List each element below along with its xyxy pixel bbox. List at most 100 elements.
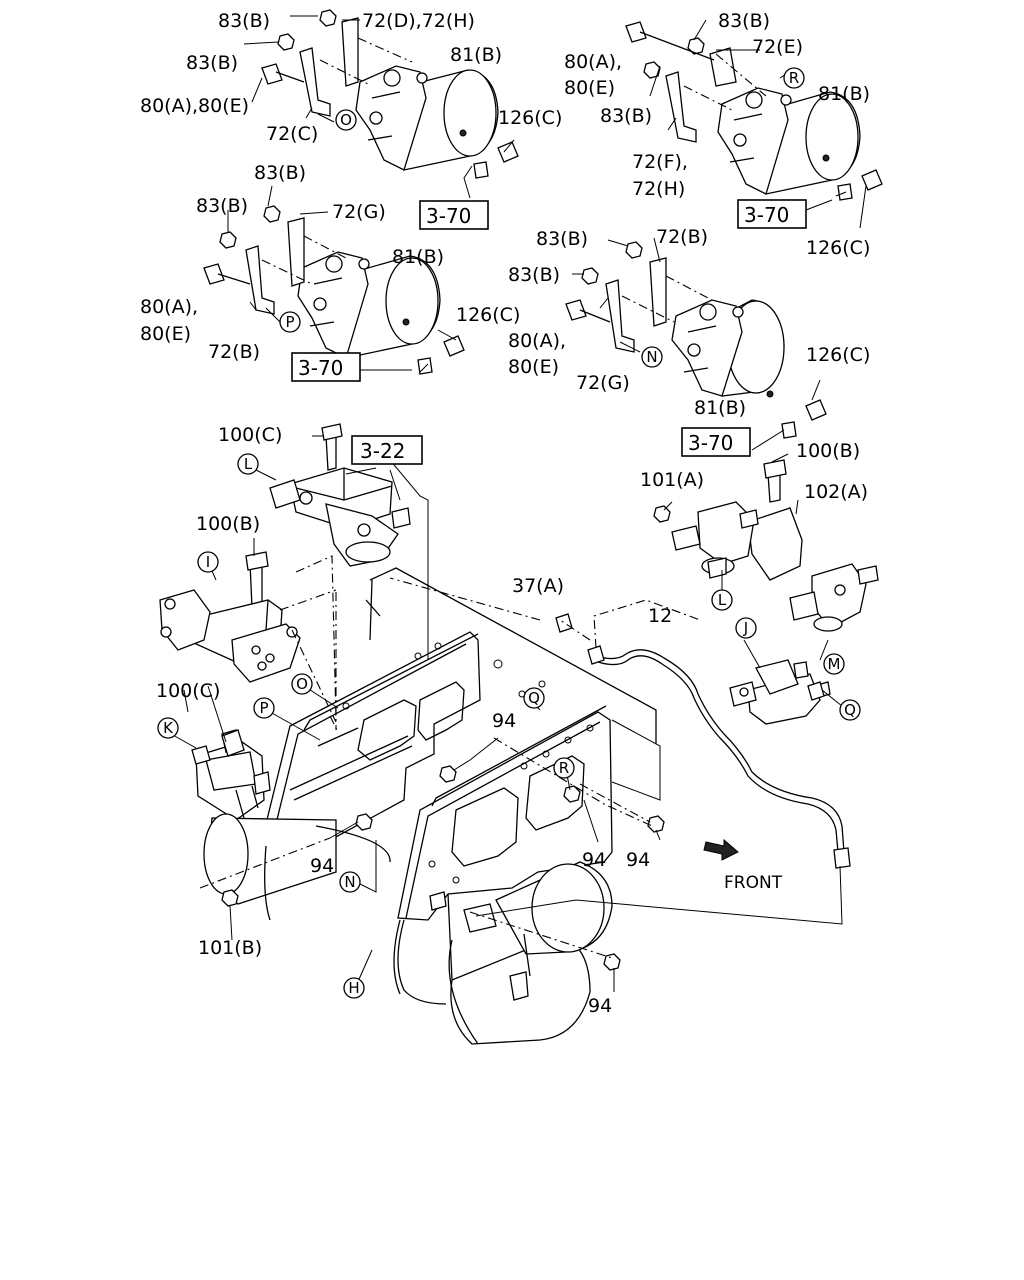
air-tank-assembly-top-right	[625, 21, 883, 201]
part-label: 100(B)	[196, 513, 260, 535]
ref-box-text: 3-70	[744, 203, 789, 227]
part-label: 94	[626, 849, 650, 871]
marker-q: Q	[839, 699, 861, 721]
marker-o: O	[291, 673, 313, 695]
ref-box-text: 3-70	[688, 431, 733, 455]
part-labels: 83(B) 72(D),72(H) 83(B) 81(B) 80(A),80(E…	[140, 10, 870, 1017]
svg-text:K: K	[163, 719, 174, 737]
part-label: 80(A),	[564, 51, 622, 73]
front-label: FRONT	[724, 873, 783, 893]
marker-k: K	[157, 717, 179, 739]
svg-text:H: H	[348, 979, 359, 997]
ref-box-text: 3-70	[298, 356, 343, 380]
air-tanks-h	[203, 813, 613, 1045]
part-label: 81(B)	[818, 83, 870, 105]
air-tank-assembly-middle-left	[203, 205, 465, 375]
part-label: 72(F),	[632, 151, 688, 173]
svg-text:R: R	[789, 69, 799, 87]
ref-box-3-70-d[interactable]: 3-70	[681, 427, 751, 457]
valve-assembly-l-right	[653, 459, 879, 632]
part-label: 102(A)	[804, 481, 868, 503]
part-label: 83(B)	[196, 195, 248, 217]
part-label: 80(E)	[508, 356, 559, 378]
part-label: 12	[648, 605, 672, 627]
svg-text:Q: Q	[528, 689, 540, 707]
svg-text:M: M	[828, 655, 841, 673]
part-label: 80(E)	[564, 77, 615, 99]
part-label: 101(A)	[640, 469, 704, 491]
part-label: 100(C)	[218, 424, 282, 446]
front-arrow-icon	[703, 838, 739, 861]
part-label: 81(B)	[450, 44, 502, 66]
svg-text:P: P	[259, 699, 268, 717]
part-label: 94	[588, 995, 612, 1017]
part-label: 94	[310, 855, 334, 877]
svg-text:O: O	[296, 675, 308, 693]
part-label: 83(B)	[218, 10, 270, 32]
pipe-12	[587, 645, 851, 869]
part-label: 83(B)	[508, 264, 560, 286]
svg-text:J: J	[743, 619, 748, 637]
part-label: 72(D),72(H)	[362, 10, 475, 32]
part-label: 83(B)	[186, 52, 238, 74]
part-label: 80(E)	[140, 323, 191, 345]
part-label: 126(C)	[498, 107, 562, 129]
svg-text:L: L	[718, 591, 727, 609]
callout-markers: O R P N L I L J M Q K O P Q R N H	[157, 67, 861, 999]
marker-n: N	[641, 346, 663, 368]
part-label: 72(G)	[576, 372, 630, 394]
svg-text:L: L	[244, 455, 253, 473]
marker-l: L	[237, 453, 259, 475]
svg-text:P: P	[285, 313, 294, 331]
valve-assembly-l-center	[269, 423, 411, 567]
marker-m: M	[823, 653, 845, 675]
marker-i: I	[197, 551, 219, 573]
part-label: 80(A),	[140, 296, 198, 318]
marker-r: R	[783, 67, 805, 89]
svg-text:N: N	[646, 348, 657, 366]
fasteners	[221, 613, 825, 971]
part-label: 83(B)	[600, 105, 652, 127]
part-label: 37(A)	[512, 575, 564, 597]
valve-assembly-i-left	[159, 551, 301, 683]
marker-h: H	[343, 977, 365, 999]
marker-r: R	[553, 757, 575, 779]
part-label: 72(C)	[266, 123, 318, 145]
svg-text:I: I	[206, 553, 210, 571]
ref-box-3-70-b[interactable]: 3-70	[737, 199, 807, 229]
part-label: 100(C)	[156, 680, 220, 702]
air-tank-assembly-top-left	[261, 9, 519, 179]
part-label: 101(B)	[198, 937, 262, 959]
part-label: 72(B)	[656, 226, 708, 248]
part-label: 72(B)	[208, 341, 260, 363]
marker-o: O	[335, 109, 357, 131]
ref-box-text: 3-70	[426, 204, 471, 228]
part-label: 100(B)	[796, 440, 860, 462]
marker-q: Q	[523, 687, 545, 709]
part-label: 83(B)	[718, 10, 770, 32]
svg-text:Q: Q	[844, 701, 856, 719]
part-label: 80(A),80(E)	[140, 95, 249, 117]
part-label: 94	[582, 849, 606, 871]
part-label: 72(G)	[332, 201, 386, 223]
marker-n: N	[339, 871, 361, 893]
part-label: 72(E)	[752, 36, 803, 58]
part-label: 126(C)	[456, 304, 520, 326]
ref-box-3-70-a[interactable]: 3-70	[419, 200, 489, 230]
marker-l: L	[711, 589, 733, 611]
marker-j: J	[735, 617, 757, 639]
part-label: 126(C)	[806, 237, 870, 259]
part-label: 81(B)	[392, 246, 444, 268]
part-label: 80(A),	[508, 330, 566, 352]
svg-text:N: N	[344, 873, 355, 891]
ref-box-3-70-c[interactable]: 3-70	[291, 352, 361, 382]
marker-p: P	[279, 311, 301, 333]
marker-p: P	[253, 697, 275, 719]
part-label: 94	[492, 710, 516, 732]
part-label: 81(B)	[694, 397, 746, 419]
ref-box-text: 3-22	[360, 439, 405, 463]
air-tank-assembly-middle-right	[565, 241, 827, 439]
part-label: 83(B)	[536, 228, 588, 250]
ref-box-3-22[interactable]: 3-22	[351, 435, 423, 465]
